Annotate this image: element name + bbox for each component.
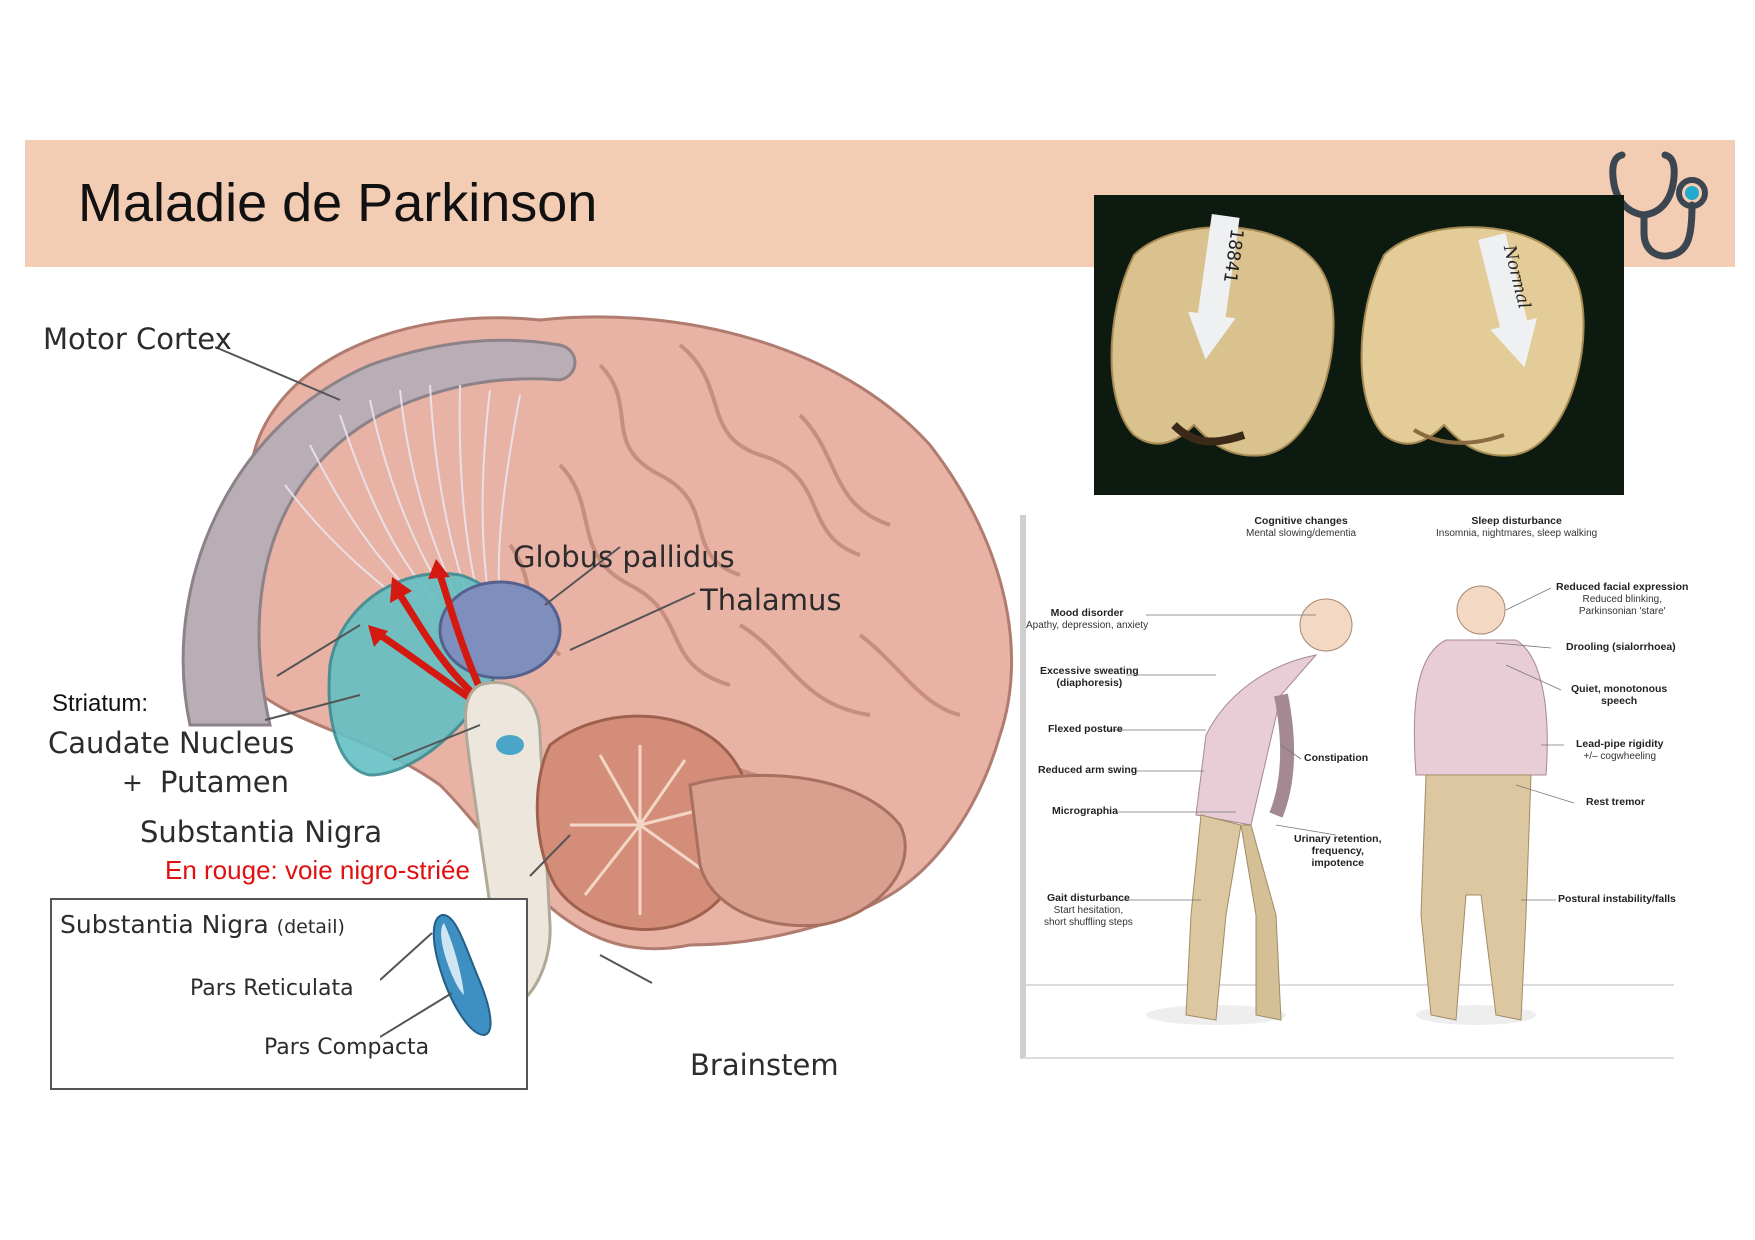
brainstem-label: Brainstem — [690, 1048, 839, 1082]
sweat-title: Excessive sweating — [1040, 665, 1139, 677]
plus-sign: + — [122, 768, 143, 797]
flexed-posture-label: Flexed posture — [1048, 723, 1123, 735]
urinary3: impotence — [1311, 857, 1365, 869]
sleep-title: Sleep disturbance — [1471, 515, 1562, 527]
facial-title: Reduced facial expression — [1556, 581, 1689, 593]
micrographia-label: Micrographia — [1052, 805, 1118, 817]
gait-disturbance-label: Gait disturbance Start hesitation, short… — [1044, 892, 1133, 928]
urinary2: frequency, — [1311, 845, 1364, 857]
speech2: speech — [1601, 695, 1638, 707]
gait-title: Gait disturbance — [1046, 892, 1130, 904]
page-title: Maladie de Parkinson — [78, 173, 598, 233]
caudate-nucleus-label: Caudate Nucleus — [48, 726, 295, 760]
sleep-disturbance-label: Sleep disturbance Insomnia, nightmares, … — [1436, 515, 1597, 539]
rest-tremor-text: Rest tremor — [1586, 796, 1645, 808]
rigidity-title: Lead-pipe rigidity — [1576, 738, 1664, 750]
pars-reticulata-label: Pars Reticulata — [190, 976, 354, 1001]
striatum-label: Striatum: — [52, 690, 149, 717]
constipation-label: Constipation — [1304, 752, 1368, 764]
urinary-label: Urinary retention, frequency, impotence — [1294, 833, 1382, 869]
mood-sub: Apathy, depression, anxiety — [1026, 620, 1149, 631]
substantia-nigra-label: Substantia Nigra — [140, 815, 383, 849]
brainstem-section-photo: 18841 Normal — [1094, 195, 1624, 495]
parkinson-symptoms-figure: Cognitive changes Mental slowing/dementi… — [1020, 515, 1688, 1059]
rigidity-sub: +/– cogwheeling — [1583, 751, 1657, 762]
detail-title-text: Substantia Nigra — [60, 910, 269, 939]
constipation-text: Constipation — [1304, 752, 1369, 764]
facial-sub1: Reduced blinking, — [1582, 594, 1662, 605]
sweating-label: Excessive sweating (diaphoresis) — [1040, 665, 1139, 689]
rigidity-label: Lead-pipe rigidity +/– cogwheeling — [1576, 738, 1664, 762]
stethoscope-icon — [1609, 151, 1708, 260]
mood-disorder-label: Mood disorder Apathy, depression, anxiet… — [1026, 607, 1148, 631]
cognitive-sub: Mental slowing/dementia — [1246, 528, 1357, 539]
arm-swing-text: Reduced arm swing — [1038, 764, 1138, 776]
symptoms-drawing — [1026, 585, 1674, 1025]
facial-sub2: Parkinsonian 'stare' — [1578, 606, 1666, 617]
rest-tremor-label: Rest tremor — [1586, 796, 1645, 808]
detail-title-suffix: (detail) — [276, 916, 345, 938]
detail-title: Substantia Nigra (detail) — [60, 910, 345, 939]
brain-illustration — [181, 315, 1014, 1007]
sweat-sub: (diaphoresis) — [1056, 677, 1123, 689]
putamen-label: Putamen — [160, 765, 289, 799]
postural-instability-label: Postural instability/falls — [1558, 893, 1676, 905]
cognitive-changes-label: Cognitive changes Mental slowing/dementi… — [1246, 515, 1356, 539]
nigrostriatal-note: En rouge: voie nigro-striée — [165, 855, 470, 885]
motor-cortex-label: Motor Cortex — [43, 322, 232, 356]
postural-text: Postural instability/falls — [1558, 893, 1676, 905]
drooling-text: Drooling (sialorrhoea) — [1566, 641, 1676, 653]
arm-swing-label: Reduced arm swing — [1038, 764, 1137, 776]
gait-sub1: Start hesitation, — [1053, 905, 1124, 916]
substantia-nigra-detail-icon — [380, 914, 492, 1038]
mood-title: Mood disorder — [1050, 607, 1124, 619]
thalamus-label: Thalamus — [700, 583, 842, 617]
pars-compacta-label: Pars Compacta — [264, 1035, 430, 1060]
urinary1: Urinary retention, — [1294, 833, 1382, 845]
drooling-label: Drooling (sialorrhoea) — [1566, 641, 1676, 653]
sleep-sub: Insomnia, nightmares, sleep walking — [1436, 528, 1598, 539]
globus-pallidus-label: Globus pallidus — [513, 540, 735, 574]
gait-sub2: short shuffling steps — [1044, 917, 1133, 928]
facial-expression-label: Reduced facial expression Reduced blinki… — [1556, 581, 1688, 617]
speech-label: Quiet, monotonous speech — [1571, 683, 1667, 707]
speech1: Quiet, monotonous — [1571, 683, 1668, 695]
flexed-text: Flexed posture — [1048, 723, 1123, 735]
brainstem-section-drawing — [1110, 214, 1585, 457]
cognitive-title: Cognitive changes — [1254, 515, 1348, 527]
micrographia-text: Micrographia — [1052, 805, 1118, 817]
